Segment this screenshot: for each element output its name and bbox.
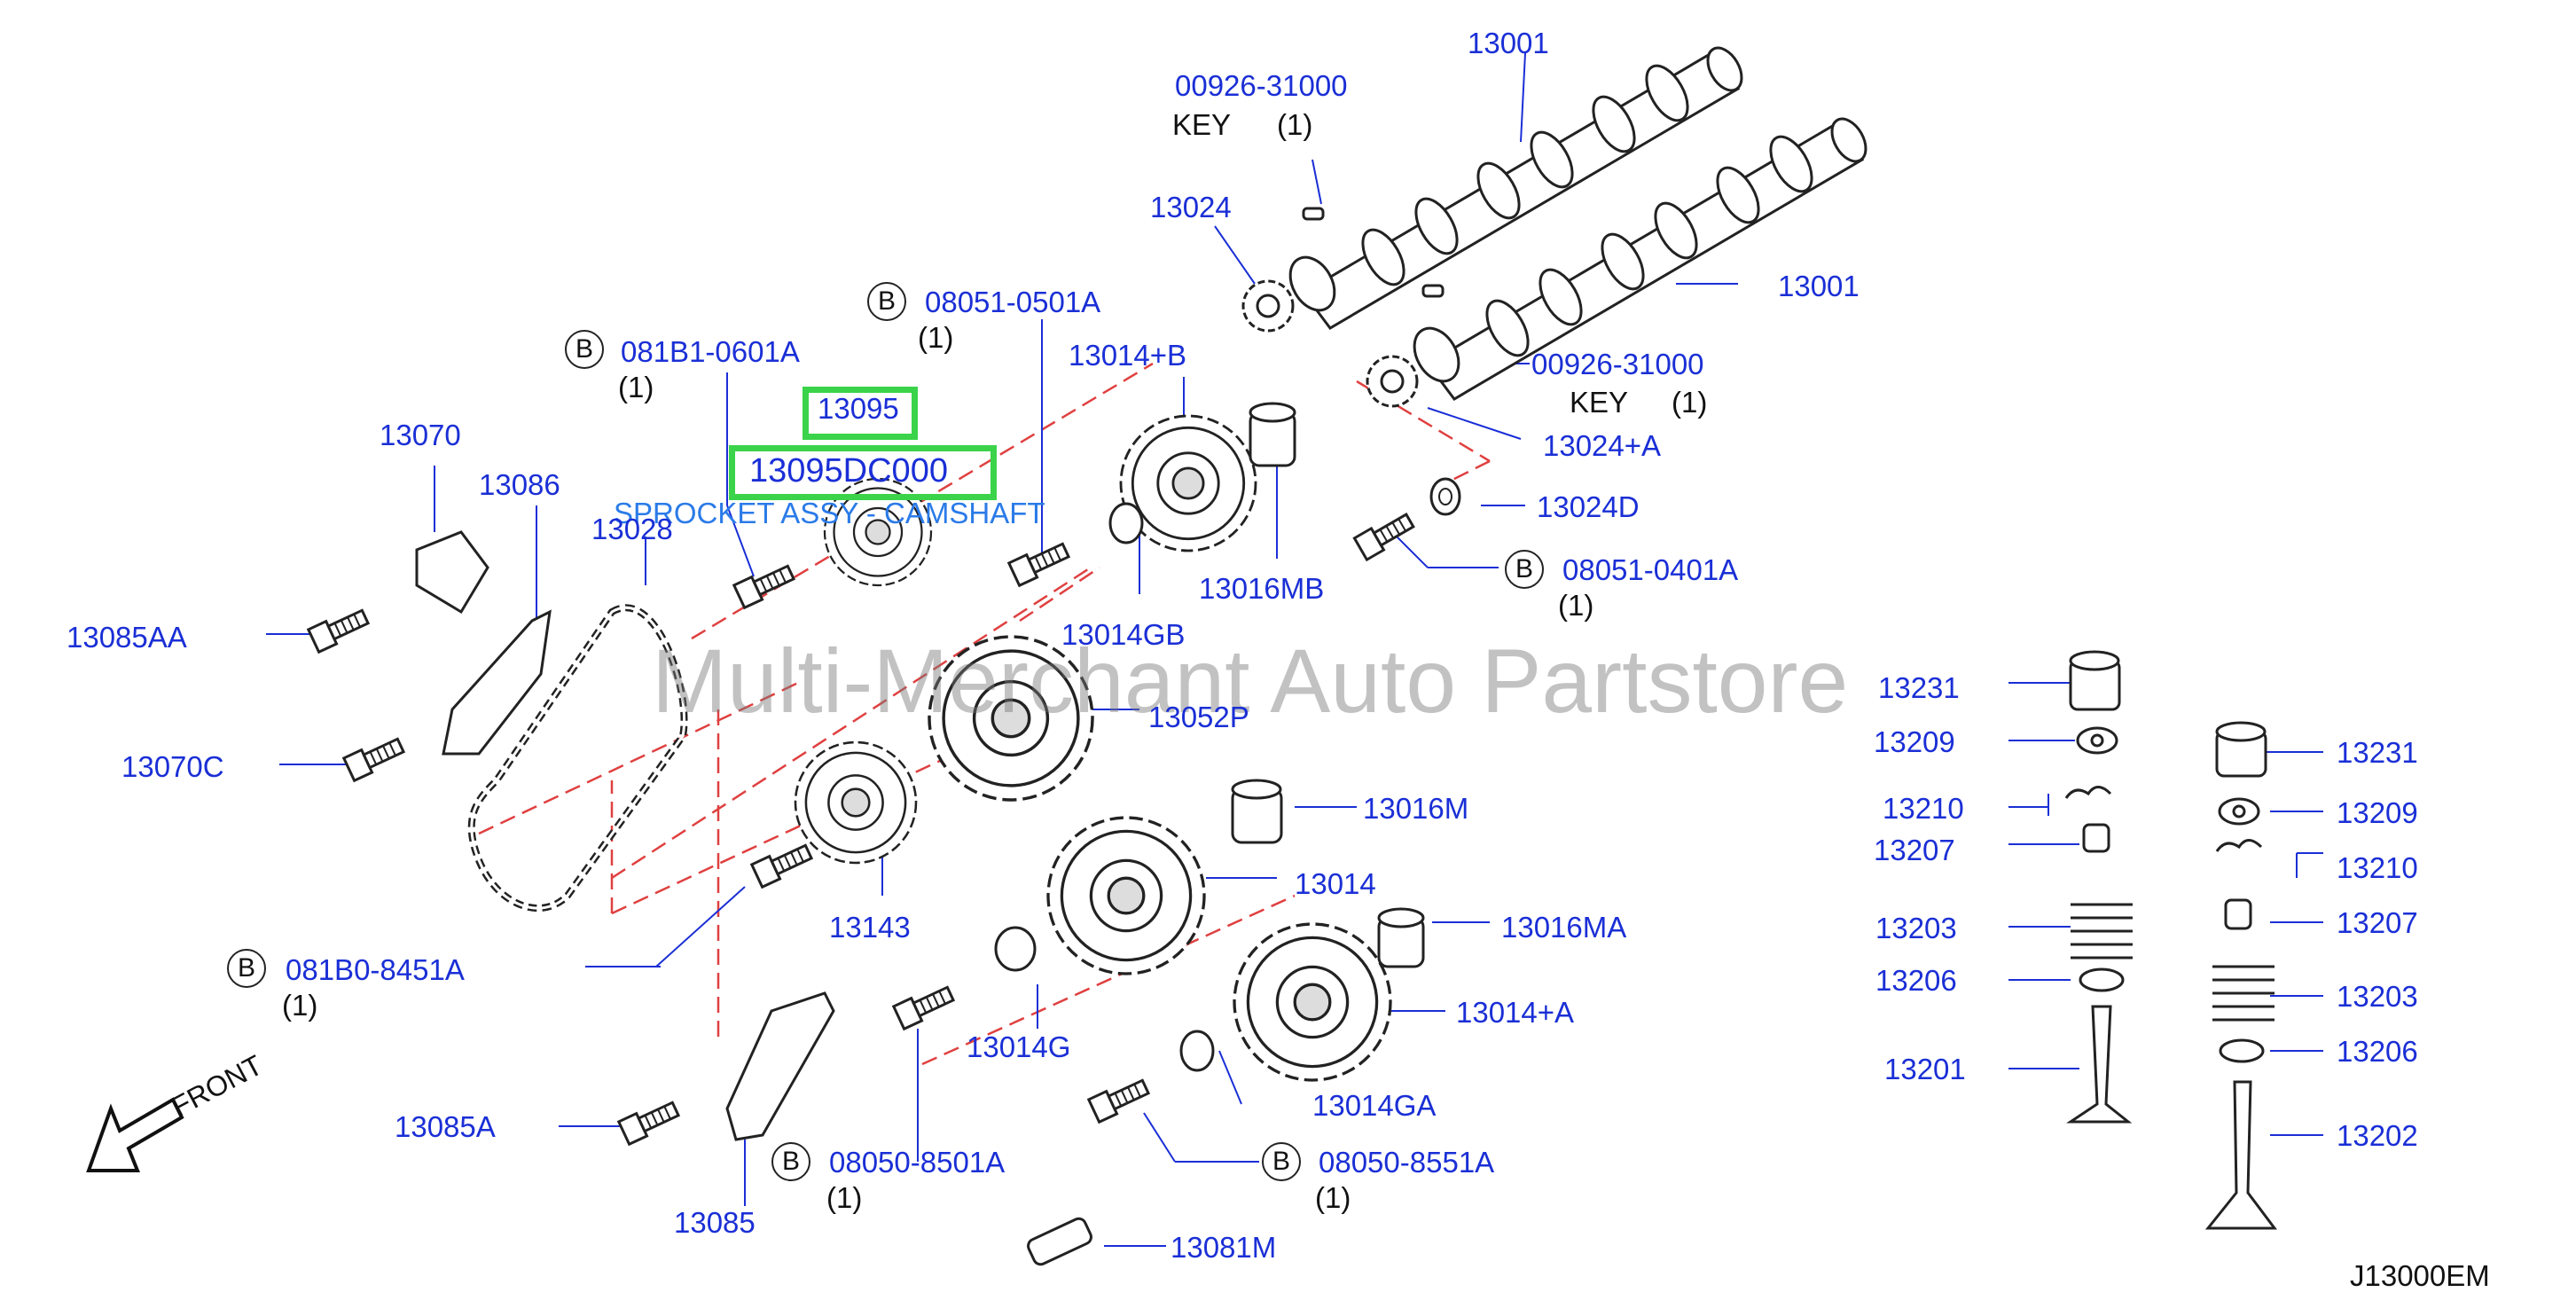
gear-13143 <box>794 740 918 865</box>
label-13016m[interactable]: 13016M <box>1363 792 1469 825</box>
label-00926-31000-upper[interactable]: 00926-31000 <box>1175 69 1348 102</box>
qty-08051-0501a: (1) <box>918 321 954 354</box>
label-13085a[interactable]: 13085A <box>395 1110 496 1143</box>
label-13081m[interactable]: 13081M <box>1171 1231 1277 1264</box>
label-13014g[interactable]: 13014G <box>967 1030 1071 1063</box>
label-08050-8501a[interactable]: 08050-8501A <box>829 1146 1006 1179</box>
pin-13081m <box>1027 1217 1092 1266</box>
label-08050-8551a[interactable]: 08050-8551A <box>1319 1146 1495 1179</box>
qty-081b1-0601a: (1) <box>618 371 654 403</box>
label-08051-0501a[interactable]: 08051-0501A <box>925 286 1101 318</box>
valve-stack-right <box>2204 721 2277 1230</box>
label-13203-left[interactable]: 13203 <box>1875 912 1957 944</box>
bolt-badge-08051-0501a: B <box>867 282 906 321</box>
highlight-box-oem-number <box>729 445 997 500</box>
bushings <box>994 402 1425 1072</box>
label-13095dc000[interactable]: 13095DC000 <box>749 452 948 490</box>
label-00926-31000-lower[interactable]: 00926-31000 <box>1531 348 1704 380</box>
qty-08050-8501a: (1) <box>826 1181 863 1214</box>
label-13210-left[interactable]: 13210 <box>1883 792 1964 825</box>
valve-stack-left <box>2064 650 2133 1124</box>
label-13202-right[interactable]: 13202 <box>2337 1119 2418 1152</box>
label-13231-right[interactable]: 13231 <box>2337 736 2418 769</box>
leader-lines <box>266 52 2323 1247</box>
label-key-lower: KEY <box>1570 386 1629 419</box>
label-13086[interactable]: 13086 <box>479 468 560 501</box>
front-arrow-icon <box>86 1097 184 1172</box>
camshaft-lower <box>1413 117 1867 401</box>
gear-13014a <box>1233 922 1392 1082</box>
qty-08051-0401a: (1) <box>1558 589 1594 622</box>
label-13206-right[interactable]: 13206 <box>2337 1035 2418 1068</box>
label-13014b[interactable]: 13014+B <box>1069 339 1187 372</box>
label-key-upper: KEY <box>1172 108 1232 141</box>
bolt-badge-081b0-8451a: B <box>227 949 266 988</box>
label-13001-upper[interactable]: 13001 <box>1468 27 1549 59</box>
label-13085[interactable]: 13085 <box>674 1206 756 1239</box>
label-13014gb[interactable]: 13014GB <box>1061 618 1186 651</box>
label-13203-right[interactable]: 13203 <box>2337 980 2418 1013</box>
tooltip-sprocket-assy: SPROCKET ASSY - CAMSHAFT <box>614 497 1045 529</box>
label-13231-left[interactable]: 13231 <box>1878 671 1960 704</box>
bolt-badge-08051-0401a: B <box>1505 550 1544 589</box>
label-13209-right[interactable]: 13209 <box>2337 796 2418 829</box>
key-upper <box>1302 207 1325 221</box>
label-13024d[interactable]: 13024D <box>1537 490 1640 523</box>
label-13052p[interactable]: 13052P <box>1148 701 1249 733</box>
label-13085aa[interactable]: 13085AA <box>67 621 187 654</box>
label-13210-right[interactable]: 13210 <box>2337 851 2418 884</box>
label-081b0-8451a[interactable]: 081B0-8451A <box>286 953 465 986</box>
guide-13086 <box>442 609 552 756</box>
label-key-qty-upper: (1) <box>1277 108 1313 141</box>
label-13016mb[interactable]: 13016MB <box>1199 572 1325 605</box>
label-13206-left[interactable]: 13206 <box>1875 964 1957 997</box>
highlight-box-part-number <box>803 387 918 440</box>
watermark: Multi-Merchant Auto Partstore <box>652 631 1849 732</box>
bolt-badge-08050-8501a: B <box>771 1142 810 1181</box>
camshaft-upper <box>1288 46 1743 330</box>
diagram-code: J13000EM <box>2350 1259 2490 1292</box>
label-13024[interactable]: 13024 <box>1150 191 1232 223</box>
label-13143[interactable]: 13143 <box>829 911 911 944</box>
label-13070[interactable]: 13070 <box>380 419 461 451</box>
label-13028[interactable]: 13028 <box>591 513 673 545</box>
label-081b1-0601a[interactable]: 081B1-0601A <box>621 335 800 368</box>
bolt-badge-081b1-0601a: B <box>565 330 604 369</box>
label-13024a[interactable]: 13024+A <box>1543 429 1662 462</box>
label-13201-left[interactable]: 13201 <box>1884 1053 1966 1085</box>
gear-13014 <box>1046 816 1206 975</box>
bolt-badge-08050-8551a: B <box>1262 1142 1301 1181</box>
label-13014a[interactable]: 13014+A <box>1456 996 1575 1029</box>
label-13016ma[interactable]: 13016MA <box>1501 911 1627 944</box>
label-13070c[interactable]: 13070C <box>121 750 224 783</box>
qty-081b0-8451a: (1) <box>282 989 318 1022</box>
label-13207-left[interactable]: 13207 <box>1874 834 1955 866</box>
guide-13085 <box>725 991 835 1141</box>
sprocket-13024 <box>1241 279 1295 333</box>
label-13095[interactable]: 13095 <box>818 392 899 425</box>
qty-08050-8551a: (1) <box>1315 1181 1351 1214</box>
label-08051-0401a[interactable]: 08051-0401A <box>1562 553 1739 586</box>
label-13001-lower[interactable]: 13001 <box>1778 270 1860 302</box>
label-13209-left[interactable]: 13209 <box>1874 725 1955 758</box>
label-13014ga[interactable]: 13014GA <box>1312 1089 1437 1122</box>
label-13014[interactable]: 13014 <box>1295 867 1376 900</box>
tensioner-13070 <box>415 530 489 615</box>
label-key-qty-lower: (1) <box>1672 386 1708 419</box>
key-lower <box>1421 284 1445 298</box>
sprocket-13024a <box>1366 355 1419 408</box>
label-13207-right[interactable]: 13207 <box>2337 906 2418 939</box>
